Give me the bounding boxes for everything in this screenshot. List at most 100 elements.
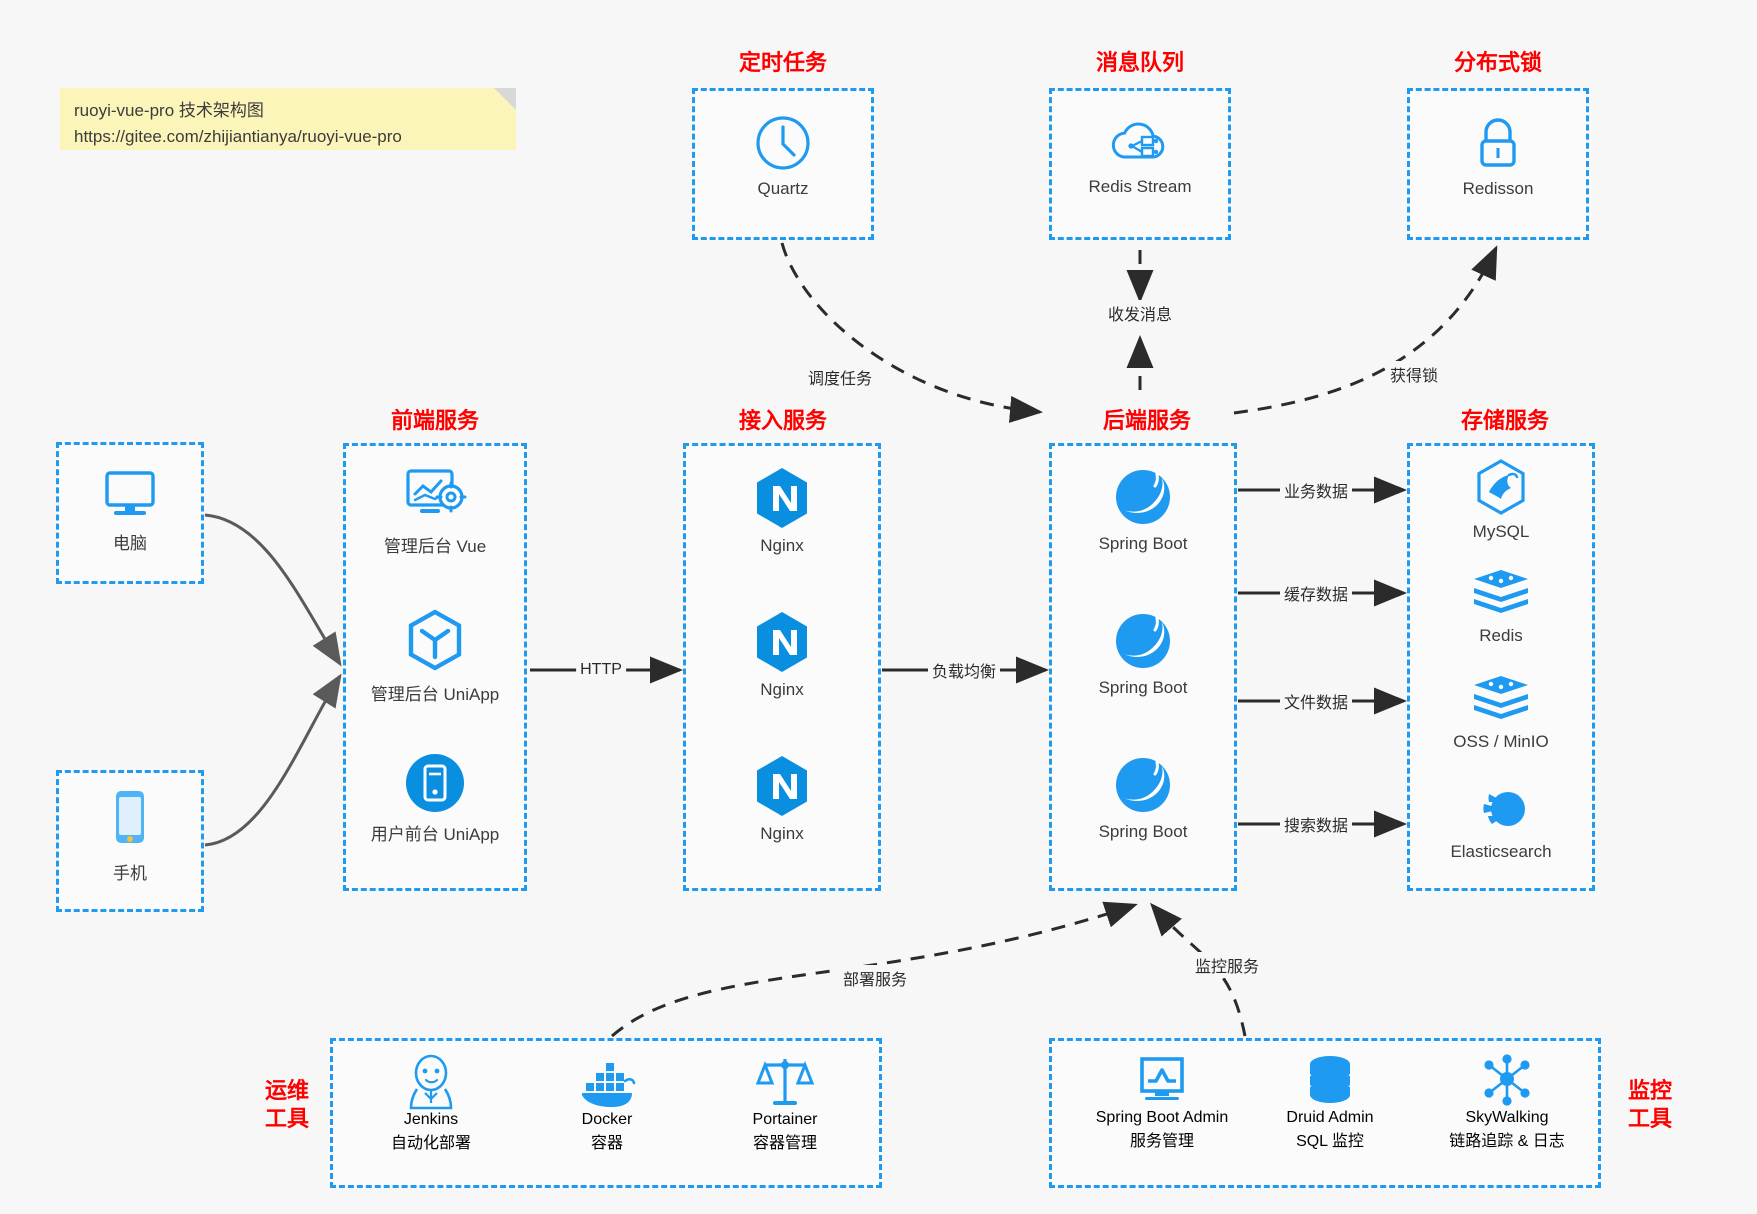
group-title-backend: 后端服务: [1102, 408, 1191, 433]
node-redisson[interactable]: Redisson: [1410, 113, 1586, 199]
note-line-1: ruoyi-vue-pro 技术架构图: [74, 101, 264, 120]
edge-label-business-data: 业务数据: [1279, 477, 1353, 503]
node-spring-boot-2[interactable]: Spring Boot: [1052, 610, 1234, 698]
mobile-circle-icon: [406, 754, 464, 812]
node-label: Jenkins: [403, 1111, 459, 1128]
group-monitoring: Spring Boot Admin 服务管理 Druid Admin SQL 监…: [1049, 1038, 1601, 1188]
group-title-devops-line1: 运维: [264, 1078, 309, 1103]
node-label: 用户前台 UniApp: [370, 825, 500, 844]
group-title-devops: 运维 工具: [252, 1077, 322, 1133]
node-docker[interactable]: Docker 容器: [527, 1051, 687, 1153]
node-oss-minio[interactable]: OSS / MinIO: [1410, 674, 1592, 752]
elasticsearch-icon: [1483, 792, 1525, 826]
edge-label-schedule-task: 调度任务: [803, 364, 877, 390]
group-backend: Spring Boot Spring Boot Spring Boot: [1049, 443, 1237, 891]
node-redis-stream[interactable]: Redis Stream: [1052, 113, 1228, 197]
mysql-dolphin-icon: [1477, 459, 1525, 515]
node-label: Redis Stream: [1088, 177, 1192, 196]
node-label: Elasticsearch: [1450, 842, 1552, 861]
monitor-chart-icon: [1140, 1057, 1184, 1100]
node-skywalking[interactable]: SkyWalking 链路追踪 & 日志: [1412, 1053, 1602, 1151]
node-label: Quartz: [757, 179, 809, 198]
node-nginx-3[interactable]: Nginx: [686, 754, 878, 844]
node-jenkins[interactable]: Jenkins 自动化部署: [351, 1051, 511, 1153]
node-label: 手机: [113, 864, 147, 883]
device-phone[interactable]: 手机: [56, 770, 204, 912]
node-admin-uniapp[interactable]: 管理后台 UniApp: [346, 608, 524, 705]
node-portainer[interactable]: Portainer 容器管理: [705, 1051, 865, 1153]
node-label: OSS / MinIO: [1453, 732, 1549, 751]
edge-label-http: HTTP: [576, 660, 626, 680]
edge-label-acquire-lock: 获得锁: [1385, 361, 1443, 387]
node-sublabel: 链路追踪 & 日志: [1449, 1133, 1565, 1150]
clock-icon: [756, 116, 810, 170]
node-druid-admin[interactable]: Druid Admin SQL 监控: [1250, 1053, 1410, 1151]
node-sublabel: SQL 监控: [1296, 1133, 1364, 1150]
node-label: Spring Boot Admin: [1095, 1109, 1229, 1126]
node-label: Druid Admin: [1286, 1109, 1374, 1126]
note-fold-corner: [494, 88, 516, 110]
node-label: Docker: [581, 1111, 633, 1128]
redis-stack-icon: [1474, 570, 1528, 613]
node-label: MySQL: [1472, 522, 1530, 541]
node-elasticsearch[interactable]: Elasticsearch: [1410, 782, 1592, 862]
node-redis[interactable]: Redis: [1410, 568, 1592, 646]
group-title-storage: 存储服务: [1460, 408, 1549, 433]
device-computer[interactable]: 电脑: [56, 442, 204, 584]
node-nginx-2[interactable]: Nginx: [686, 610, 878, 700]
edge-label-load-balance: 负载均衡: [927, 657, 1001, 683]
spring-boot-icon: [1116, 758, 1170, 812]
node-label: SkyWalking: [1465, 1109, 1549, 1126]
node-spring-boot-1[interactable]: Spring Boot: [1052, 466, 1234, 554]
group-devops: Jenkins 自动化部署 Docker 容器: [330, 1038, 882, 1188]
nginx-icon: [757, 468, 807, 528]
monitor-icon: [105, 471, 155, 515]
group-scheduled-task: Quartz: [692, 88, 874, 240]
node-quartz[interactable]: Quartz: [695, 113, 871, 199]
group-frontend: 管理后台 Vue 管理后台 UniApp 用户前台 UniApp: [343, 443, 527, 891]
group-message-queue: Redis Stream: [1049, 88, 1231, 240]
group-gateway: Nginx Nginx Nginx: [683, 443, 881, 891]
nginx-icon: [757, 756, 807, 816]
dashboard-gear-icon: [406, 469, 467, 513]
database-icon: [1310, 1056, 1350, 1103]
node-label: Redisson: [1462, 179, 1534, 198]
node-spring-boot-admin[interactable]: Spring Boot Admin 服务管理: [1062, 1053, 1262, 1151]
group-distributed-lock: Redisson: [1407, 88, 1589, 240]
node-label: Spring Boot: [1098, 822, 1188, 841]
node-user-uniapp[interactable]: 用户前台 UniApp: [346, 752, 524, 845]
spring-boot-icon: [1116, 614, 1170, 668]
note-box: ruoyi-vue-pro 技术架构图 https://gitee.com/zh…: [60, 88, 516, 150]
edge-label-cache-data: 缓存数据: [1279, 580, 1353, 606]
node-label: Nginx: [760, 536, 804, 555]
group-title-frontend: 前端服务: [390, 408, 479, 433]
node-label: 管理后台 Vue: [383, 537, 487, 556]
group-title-monitoring-line1: 监控: [1627, 1078, 1672, 1103]
hexagon-cube-icon: [408, 609, 462, 671]
node-admin-vue[interactable]: 管理后台 Vue: [346, 464, 524, 557]
group-title-message-queue: 消息队列: [1095, 50, 1184, 75]
note-line-2: https://gitee.com/zhijiantianya/ruoyi-vu…: [74, 127, 402, 146]
spring-boot-icon: [1116, 470, 1170, 524]
group-storage: MySQL Redis OSS / MinIO: [1407, 443, 1595, 891]
nginx-icon: [757, 612, 807, 672]
node-label: 管理后台 UniApp: [370, 685, 500, 704]
node-sublabel: 容器: [590, 1135, 623, 1152]
node-label: Spring Boot: [1098, 678, 1188, 697]
node-sublabel: 自动化部署: [390, 1135, 471, 1152]
jenkins-butler-icon: [409, 1054, 453, 1110]
lock-icon: [1480, 118, 1516, 167]
group-title-distributed-lock: 分布式锁: [1453, 50, 1542, 75]
node-mysql[interactable]: MySQL: [1410, 458, 1592, 542]
node-label: Spring Boot: [1098, 534, 1188, 553]
group-title-gateway: 接入服务: [738, 408, 827, 433]
node-label: Redis: [1479, 626, 1523, 645]
group-title-scheduled-task: 定时任务: [738, 50, 827, 75]
node-spring-boot-3[interactable]: Spring Boot: [1052, 754, 1234, 842]
group-title-monitoring: 监控 工具: [1615, 1077, 1685, 1133]
node-sublabel: 服务管理: [1129, 1133, 1194, 1150]
node-nginx-1[interactable]: Nginx: [686, 466, 878, 556]
edge-label-deploy-service: 部署服务: [838, 965, 912, 991]
edge-label-search-data: 搜索数据: [1279, 811, 1353, 837]
cloud-network-icon: [1111, 122, 1165, 159]
